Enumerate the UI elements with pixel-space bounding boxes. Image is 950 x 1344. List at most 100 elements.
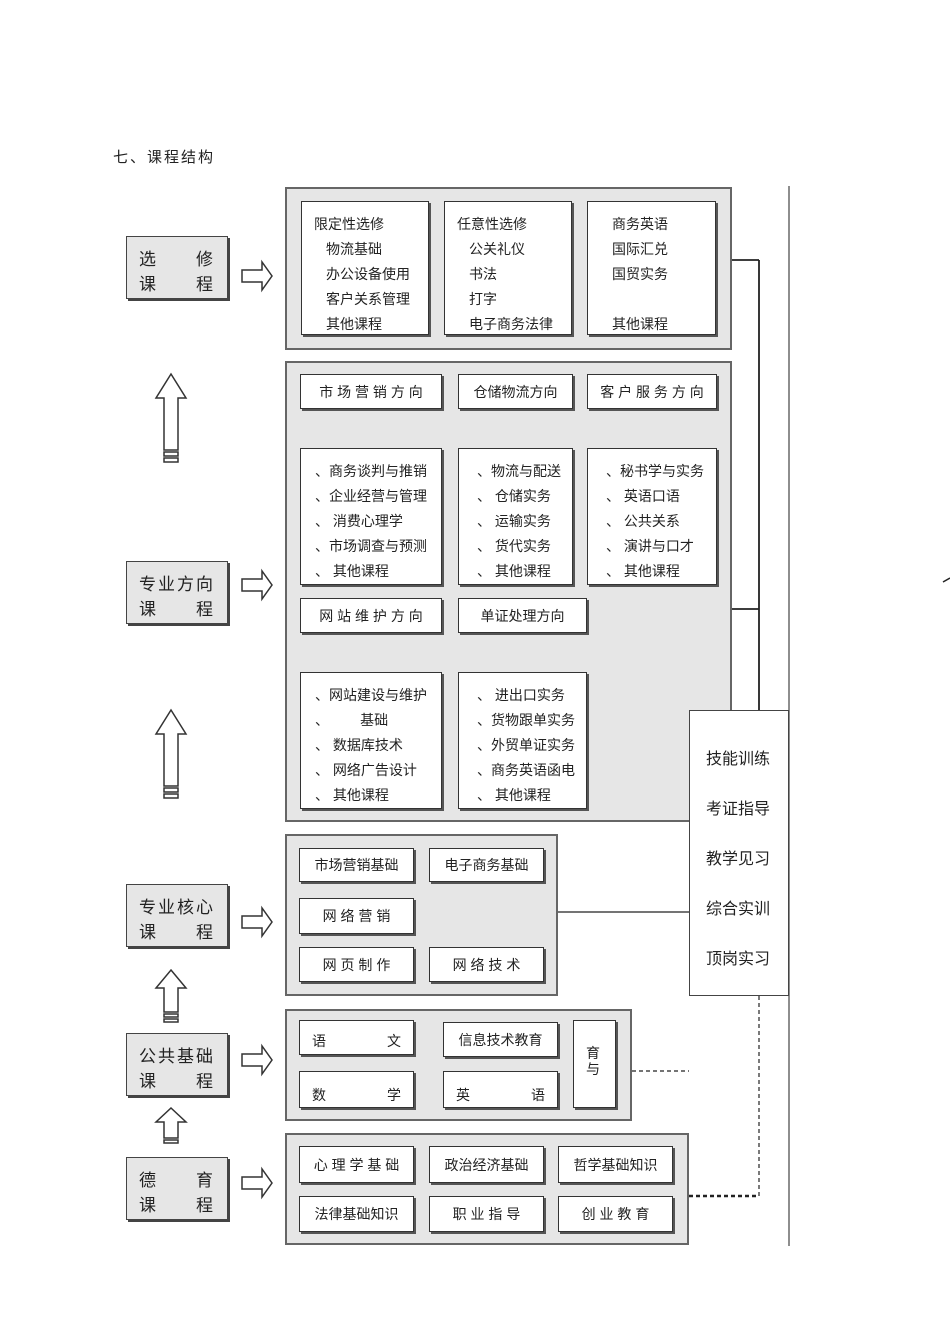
course-char: 学 [387, 1087, 401, 1103]
direction-header-marketing: 市 场 营 销 方 向 [300, 374, 442, 409]
label-text: 课 [139, 600, 158, 619]
practice-item: 顶岗实习 [706, 951, 771, 968]
core-course: 市场营销基础 [299, 848, 414, 882]
label-text: 专业方向 [139, 575, 215, 594]
course-item: 、 进出口实务 [477, 687, 565, 703]
course-item: 、 仓储实务 [477, 488, 551, 504]
course-item: 、 公共关系 [606, 513, 680, 529]
label-text: 育 [196, 1171, 215, 1190]
public-course-math: 数学 [299, 1071, 414, 1108]
course-item: 、 运输实务 [477, 513, 551, 529]
course-char: 文 [387, 1033, 401, 1049]
course-char: 数 [312, 1087, 326, 1103]
moral-course: 心 理 学 基 础 [299, 1146, 414, 1183]
label-text: 程 [196, 923, 215, 942]
label-text: 课 [139, 275, 158, 294]
public-course-it: 信息技术教育 [443, 1022, 558, 1057]
course-item: 办公设备使用 [326, 266, 410, 282]
course-item: 、秘书学与实务 [606, 463, 704, 479]
core-course: 网 络 营 销 [299, 898, 414, 934]
core-course: 网 页 制 作 [299, 947, 414, 982]
course-item: 、网站建设与维护 [315, 687, 427, 703]
course-char: 语 [312, 1033, 326, 1049]
course-item: 、 消费心理学 [315, 513, 403, 529]
moral-course: 哲学基础知识 [558, 1146, 673, 1183]
course-item: 、 其他课程 [315, 563, 389, 579]
course-item: 、 基础 [315, 712, 389, 728]
public-course-chinese: 语文 [299, 1020, 414, 1055]
label-text: 课 [139, 1072, 158, 1091]
course-item: 、 英语口语 [606, 488, 680, 504]
course-item: 商务英语 [612, 216, 668, 232]
public-course-english: 英语 [443, 1071, 558, 1108]
page-title: 七、课程结构 [113, 149, 216, 166]
moral-course: 法律基础知识 [299, 1196, 414, 1232]
practice-item: 技能训练 [706, 751, 771, 768]
core-course: 网 络 技 术 [429, 947, 544, 982]
right-arrow-icon [241, 259, 273, 1200]
label-text: 程 [196, 600, 215, 619]
course-item: 、 网络广告设计 [315, 762, 417, 778]
course-item: 、 其他课程 [477, 563, 551, 579]
course-char: 与 [586, 1061, 600, 1077]
label-text: 程 [196, 1196, 215, 1215]
course-char: 英 [456, 1087, 470, 1103]
label-text: 课 [139, 923, 158, 942]
label-text: 程 [196, 1072, 215, 1091]
course-item: 电子商务法律 [469, 316, 553, 332]
course-item: 客户关系管理 [326, 291, 410, 307]
public-course-pe: 育 与 [573, 1020, 616, 1108]
label-core-courses: 专业核心 课 程 [126, 884, 228, 947]
practice-item: 综合实训 [706, 901, 771, 918]
website-course-list: 、网站建设与维护 、 基础 、 数据库技术 、 网络广告设计 、 其他课程 [300, 672, 442, 809]
direction-header-logistics: 仓储物流方向 [458, 374, 573, 409]
logistics-course-list: 、物流与配送 、 仓储实务 、 运输实务 、 货代实务 、 其他课程 [458, 448, 573, 585]
course-item: 、 数据库技术 [315, 737, 403, 753]
label-text: 选 [139, 250, 158, 269]
box-title: 任意性选修 [457, 216, 527, 232]
course-item: 、 其他课程 [315, 787, 389, 803]
core-course: 电子商务基础 [429, 848, 544, 882]
label-elective-courses: 选 修 课 程 [126, 236, 228, 299]
limited-elective-box: 限定性选修 物流基础 办公设备使用 客户关系管理 其他课程 [301, 201, 429, 335]
course-char: 育 [586, 1045, 600, 1061]
direction-header-website: 网 站 维 护 方 向 [300, 598, 442, 633]
course-item: 、物流与配送 [477, 463, 561, 479]
label-text: 修 [196, 250, 215, 269]
course-item: 、 其他课程 [606, 563, 680, 579]
moral-course: 职 业 指 导 [429, 1196, 544, 1232]
direction-header-documents: 单证处理方向 [458, 598, 587, 633]
label-text: 课 [139, 1196, 158, 1215]
course-item: 书法 [469, 266, 497, 282]
label-text: 德 [139, 1171, 158, 1190]
documents-course-list: 、 进出口实务 、货物跟单实务 、外贸单证实务 、商务英语函电 、 其他课程 [458, 672, 587, 809]
course-item: 国贸实务 [612, 266, 668, 282]
label-text: 专业核心 [139, 898, 215, 917]
moral-course: 政治经济基础 [429, 1146, 544, 1183]
course-item: 物流基础 [326, 241, 382, 257]
course-item: 、商务英语函电 [477, 762, 575, 778]
practice-item: 教学见习 [706, 851, 771, 868]
label-direction-courses: 专业方向 课 程 [126, 561, 228, 624]
course-item: 、商务谈判与推销 [315, 463, 427, 479]
marketing-course-list: 、商务谈判与推销 、企业经营与管理 、 消费心理学 、市场调查与预测 、 其他课… [300, 448, 442, 585]
practice-box: 技能训练 考证指导 教学见习 综合实训 顶岗实习 [689, 710, 789, 996]
moral-course: 创 业 教 育 [558, 1196, 673, 1232]
optional-elective-box: 任意性选修 公关礼仪 书法 打字 电子商务法律 [444, 201, 572, 335]
course-item: 、市场调查与预测 [315, 538, 427, 554]
course-item: 公关礼仪 [469, 241, 525, 257]
course-item: 、货物跟单实务 [477, 712, 575, 728]
other-elective-box: 商务英语 国际汇兑 国贸实务 其他课程 [587, 201, 716, 335]
course-item: 其他课程 [326, 316, 382, 332]
course-item: 、外贸单证实务 [477, 737, 575, 753]
practice-item: 考证指导 [706, 801, 771, 818]
up-arrow-icon [154, 372, 188, 1144]
direction-header-service: 客 户 服 务 方 向 [587, 374, 717, 409]
course-item: 、 演讲与口才 [606, 538, 694, 554]
label-text: 程 [196, 275, 215, 294]
label-text: 公共基础 [139, 1047, 215, 1066]
course-item: 打字 [469, 291, 497, 307]
course-item: 、 其他课程 [477, 787, 551, 803]
course-item: 、企业经营与管理 [315, 488, 427, 504]
service-course-list: 、秘书学与实务 、 英语口语 、 公共关系 、 演讲与口才 、 其他课程 [587, 448, 717, 585]
